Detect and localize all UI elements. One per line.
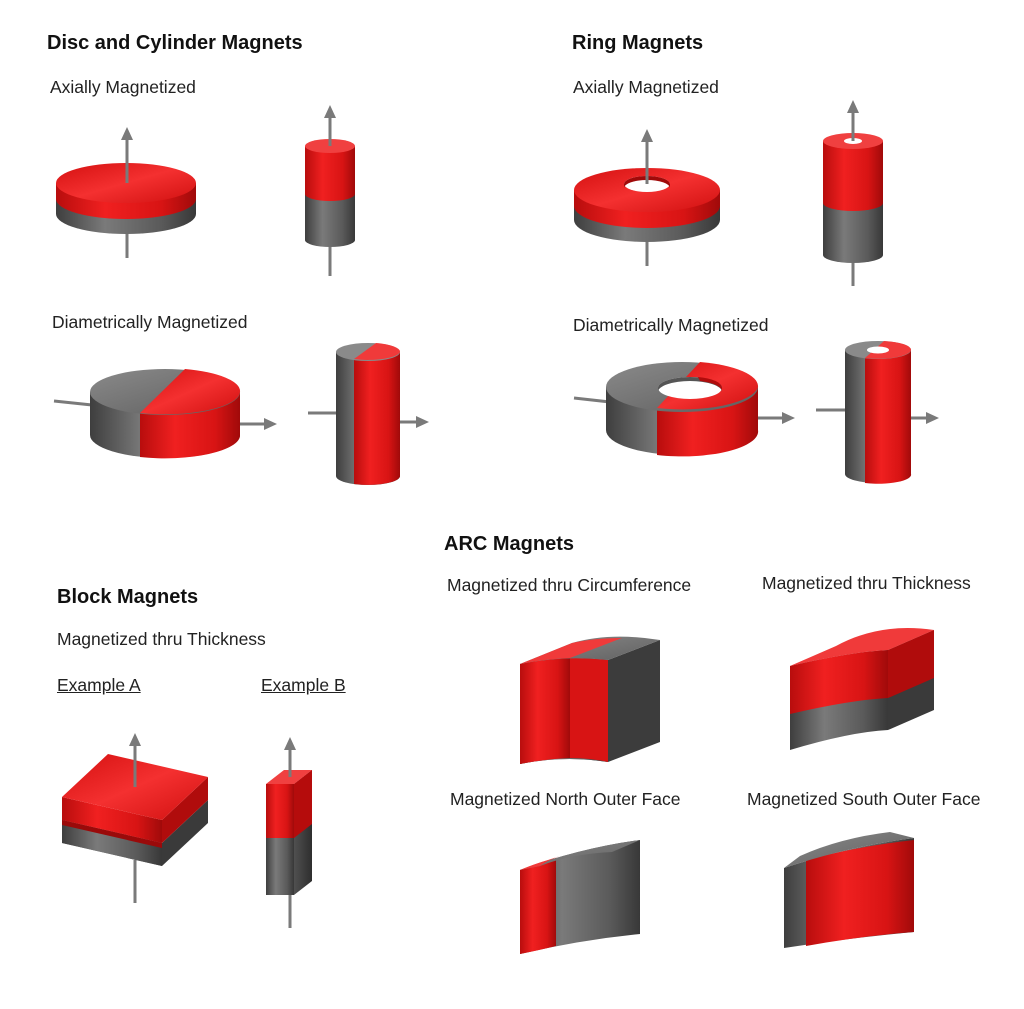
disc-diametric-figure bbox=[53, 369, 277, 459]
block-title: Block Magnets bbox=[57, 586, 199, 608]
arc-thickness-figure bbox=[790, 628, 934, 750]
ring-cylinder-diametric-figure bbox=[816, 341, 939, 484]
arc-thickness-label: Magnetized thru Thickness bbox=[762, 573, 971, 593]
block-subtitle: Magnetized thru Thickness bbox=[57, 629, 266, 649]
arc-circumference-label: Magnetized thru Circumference bbox=[447, 575, 692, 595]
arc-title: ARC Magnets bbox=[444, 533, 575, 555]
cylinder-diametric-figure bbox=[308, 343, 429, 485]
ring-diametric-label: Diametrically Magnetized bbox=[573, 315, 769, 335]
block-example-a-label: Example A bbox=[57, 675, 141, 695]
ring-title: Ring Magnets bbox=[572, 32, 704, 54]
arc-north-outer-figure bbox=[520, 840, 640, 954]
ring-cylinder-axial-figure bbox=[823, 100, 883, 286]
disc-diametric-label: Diametrically Magnetized bbox=[52, 312, 248, 332]
disc-axial-label: Axially Magnetized bbox=[50, 77, 196, 97]
arc-north-outer-label: Magnetized North Outer Face bbox=[450, 789, 681, 809]
disc-axial-figure bbox=[56, 127, 196, 258]
cylinder-axial-figure bbox=[305, 105, 355, 276]
arc-south-outer-figure bbox=[784, 832, 914, 948]
ring-axial-label: Axially Magnetized bbox=[573, 77, 719, 97]
block-example-b-figure bbox=[266, 737, 312, 928]
arc-circumference-figure bbox=[520, 636, 660, 764]
ring-axial-figure bbox=[574, 129, 720, 266]
ring-diametric-figure bbox=[573, 362, 795, 457]
disc-cylinder-title: Disc and Cylinder Magnets bbox=[47, 32, 303, 54]
block-example-a-figure bbox=[62, 733, 208, 903]
block-example-b-label: Example B bbox=[261, 675, 346, 695]
arc-south-outer-label: Magnetized South Outer Face bbox=[747, 789, 981, 809]
